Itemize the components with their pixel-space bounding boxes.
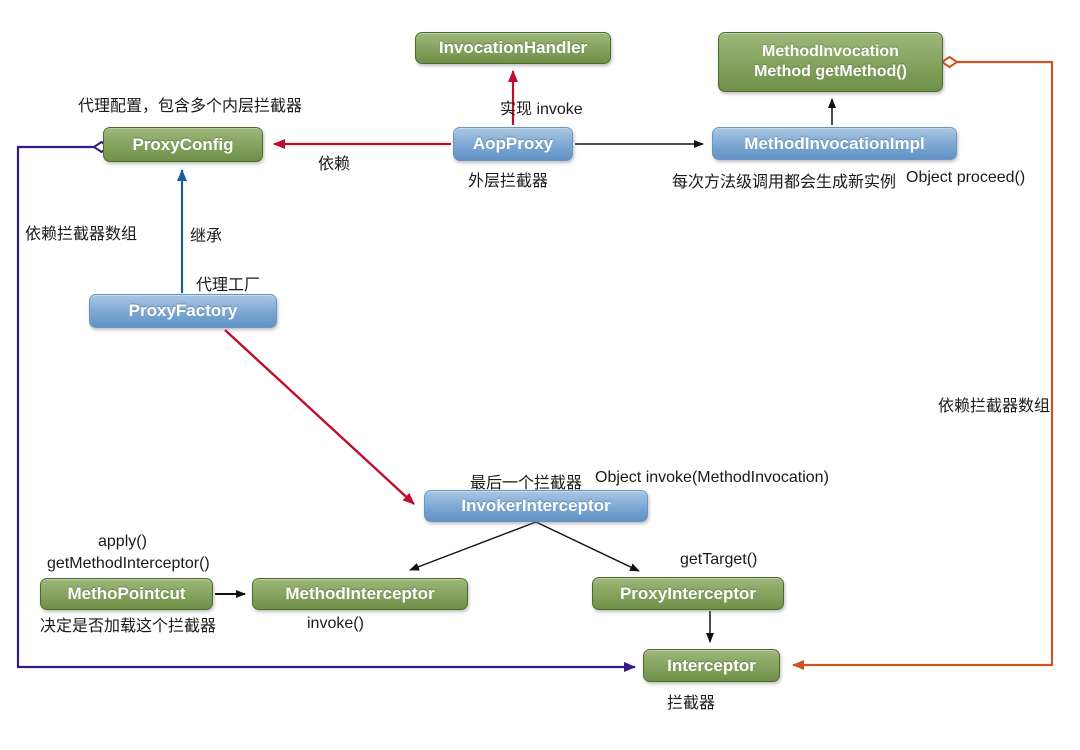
node-method-interceptor: MethodInterceptor — [252, 578, 468, 610]
node-proxy-factory: ProxyFactory — [89, 294, 277, 328]
label-implement-invoke: 实现 invoke — [500, 101, 583, 118]
label-depends-interceptor-array-left: 依赖拦截器数组 — [25, 226, 138, 243]
label-apply: apply() — [98, 533, 147, 550]
label-invoke: invoke() — [307, 615, 364, 632]
edge-invokerinterceptor-proxyinterceptor — [535, 521, 640, 572]
node-method-invocation-line1: MethodInvocation — [762, 43, 899, 60]
node-proxy-config: ProxyConfig — [103, 127, 263, 162]
node-method-invocation-impl: MethodInvocationImpl — [712, 127, 957, 160]
label-interceptor-note: 拦截器 — [667, 695, 716, 712]
label-get-target: getTarget() — [680, 551, 758, 568]
label-depends-interceptor-array-right: 依赖拦截器数组 — [938, 398, 1051, 415]
node-method-invocation-line2: Method getMethod() — [754, 63, 907, 80]
edge-invokerinterceptor-methodinterceptor — [409, 521, 537, 571]
label-get-method-interceptor: getMethodInterceptor() — [47, 555, 210, 572]
edge-methodinvocation-interceptor — [792, 60, 1054, 670]
edge-proxyconfig-interceptor — [16, 145, 636, 672]
label-proxy-factory-note: 代理工厂 — [196, 277, 261, 294]
node-invocation-handler: InvocationHandler — [415, 32, 611, 64]
label-decide-note: 决定是否加载这个拦截器 — [40, 618, 217, 635]
label-outer-interceptor: 外层拦截器 — [468, 173, 549, 190]
node-interceptor: Interceptor — [643, 649, 780, 682]
edge-proxyfactory-invokerinterceptor — [224, 329, 415, 505]
label-inherit: 继承 — [190, 228, 223, 245]
label-depends: 依赖 — [318, 156, 351, 173]
aggregation-diamond-methodinvocation — [940, 55, 959, 69]
node-proxy-interceptor: ProxyInterceptor — [592, 577, 784, 610]
node-method-invocation: MethodInvocation Method getMethod() — [718, 32, 943, 92]
label-new-instance-note: 每次方法级调用都会生成新实例 — [672, 174, 897, 191]
node-metho-pointcut: MethoPointcut — [40, 578, 213, 610]
label-last-interceptor-note: 最后一个拦截器 — [470, 475, 583, 492]
label-object-proceed: Object proceed() — [906, 169, 1026, 186]
node-invoker-interceptor: InvokerInterceptor — [424, 490, 648, 522]
node-aop-proxy: AopProxy — [453, 127, 573, 161]
label-proxy-config-note: 代理配置，包含多个内层拦截器 — [78, 98, 303, 115]
label-object-invoke: Object invoke(MethodInvocation) — [595, 469, 829, 486]
